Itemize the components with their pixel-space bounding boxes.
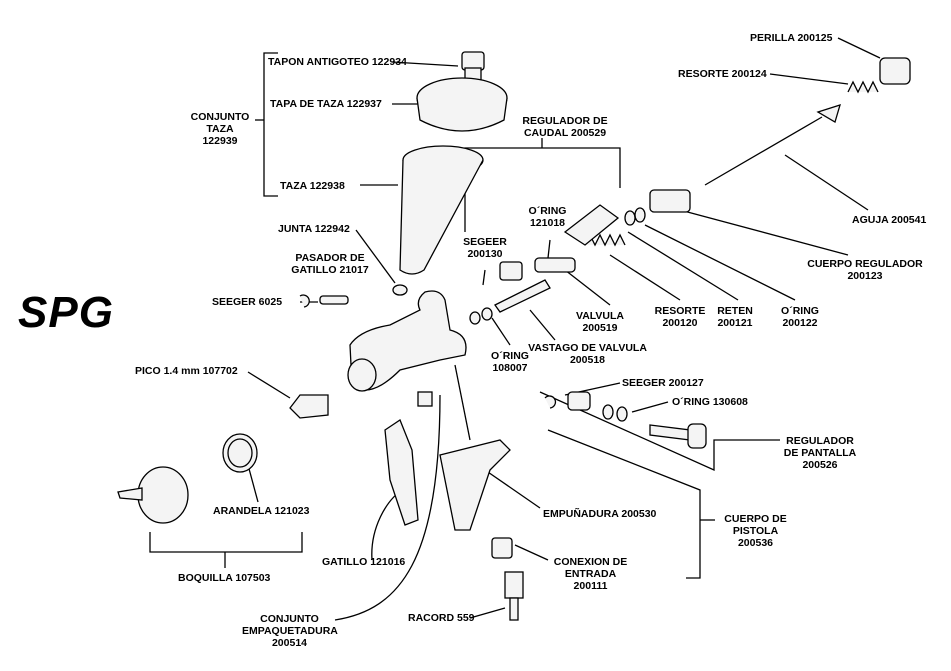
label-line: 200536 [737,537,774,549]
label-pasador: PASADOR DE GATILLO 21017 [285,252,375,276]
label-aguja: AGUJA 200541 [852,214,927,226]
label-line: O´RING [491,350,529,362]
label-line: 108007 [492,362,528,374]
label-line: RESORTE [654,305,706,317]
label-valvula: VALVULA 200519 [570,310,630,334]
label-regulador-pantalla: REGULADOR DE PANTALLA 200526 [775,435,865,471]
label-vastago: VASTAGO DE VALVULA 200518 [525,342,650,366]
label-oring-200122: O´RING 200122 [770,305,830,329]
label-resorte-200120: RESORTE 200120 [650,305,710,329]
label-line: PASADOR DE [295,252,365,264]
leader-lines [149,37,881,621]
label-line: CONEXION DE [553,556,628,568]
label-line: GATILLO 21017 [291,264,369,276]
label-line: CONJUNTO [260,613,319,625]
label-conjunto-taza: CONJUNTO TAZA 122939 [185,111,255,147]
label-resorte-200124: RESORTE 200124 [678,68,767,80]
label-line: O´RING [781,305,819,317]
label-line: TAZA [206,123,234,135]
label-line: 200121 [717,317,753,329]
label-line: CONJUNTO [190,111,250,123]
label-line: 200123 [847,270,883,282]
label-oring-121018: O´RING 121018 [520,205,575,229]
label-seeger-6025: SEEGER 6025 [212,296,283,308]
label-cuerpo-pistola: CUERPO DE PISTOLA 200536 [718,513,793,549]
label-line: 200120 [662,317,698,329]
label-line: REGULADOR [786,435,854,447]
label-oring-108007: O´RING 108007 [485,350,535,374]
label-line: O´RING [528,205,567,217]
label-line: CUERPO REGULADOR [807,258,923,270]
label-line: DE PANTALLA [783,447,857,459]
label-perilla: PERILLA 200125 [750,32,833,44]
label-cuerpo-regulador: CUERPO REGULADOR 200123 [800,258,930,282]
label-empaquetadura: CONJUNTO EMPAQUETADURA 200514 [242,613,338,649]
label-junta: JUNTA 122942 [278,223,350,235]
label-line: VALVULA [575,310,625,322]
label-regulador-caudal: REGULADOR DE CAUDAL 200529 [505,115,625,139]
label-line: 200514 [271,637,308,649]
part-drawings [117,51,911,621]
label-line: RETEN [717,305,753,317]
label-seeger-200127: SEEGER 200127 [622,377,704,389]
label-racord: RACORD 559 [408,612,475,624]
label-gatillo: GATILLO 121016 [322,556,406,568]
label-line: 122939 [202,135,238,147]
label-conexion: CONEXION DE ENTRADA 200111 [548,556,633,592]
label-line: 200130 [467,248,503,260]
label-line: EMPAQUETADURA [242,625,338,637]
label-line: VASTAGO DE VALVULA [528,342,647,354]
label-tapon: TAPON ANTIGOTEO 122934 [268,56,407,68]
label-pico: PICO 1.4 mm 107702 [135,365,238,377]
label-segeer: SEGEER 200130 [460,236,510,260]
label-line: 200122 [782,317,818,329]
label-line: SEGEER [463,236,507,248]
label-line: 121018 [529,217,566,229]
label-line: REGULADOR DE [522,115,608,127]
label-line: 200111 [573,580,608,592]
label-line: CUERPO DE [724,513,787,525]
label-line: CAUDAL 200529 [523,127,607,139]
label-tapa: TAPA DE TAZA 122937 [270,98,382,110]
label-taza: TAZA 122938 [280,180,345,192]
label-line: PISTOLA [732,525,779,537]
label-line: 200519 [582,322,618,334]
label-line: ENTRADA [564,568,617,580]
label-line: 200518 [569,354,606,366]
label-line: 200526 [802,459,838,471]
brand-logo: SPG [18,288,114,337]
label-empunadura: EMPUÑADURA 200530 [543,508,657,520]
label-reten: RETEN 200121 [710,305,760,329]
label-boquilla: BOQUILLA 107503 [178,572,271,584]
label-arandela: ARANDELA 121023 [213,505,310,517]
label-oring-130608: O´RING 130608 [672,396,748,408]
